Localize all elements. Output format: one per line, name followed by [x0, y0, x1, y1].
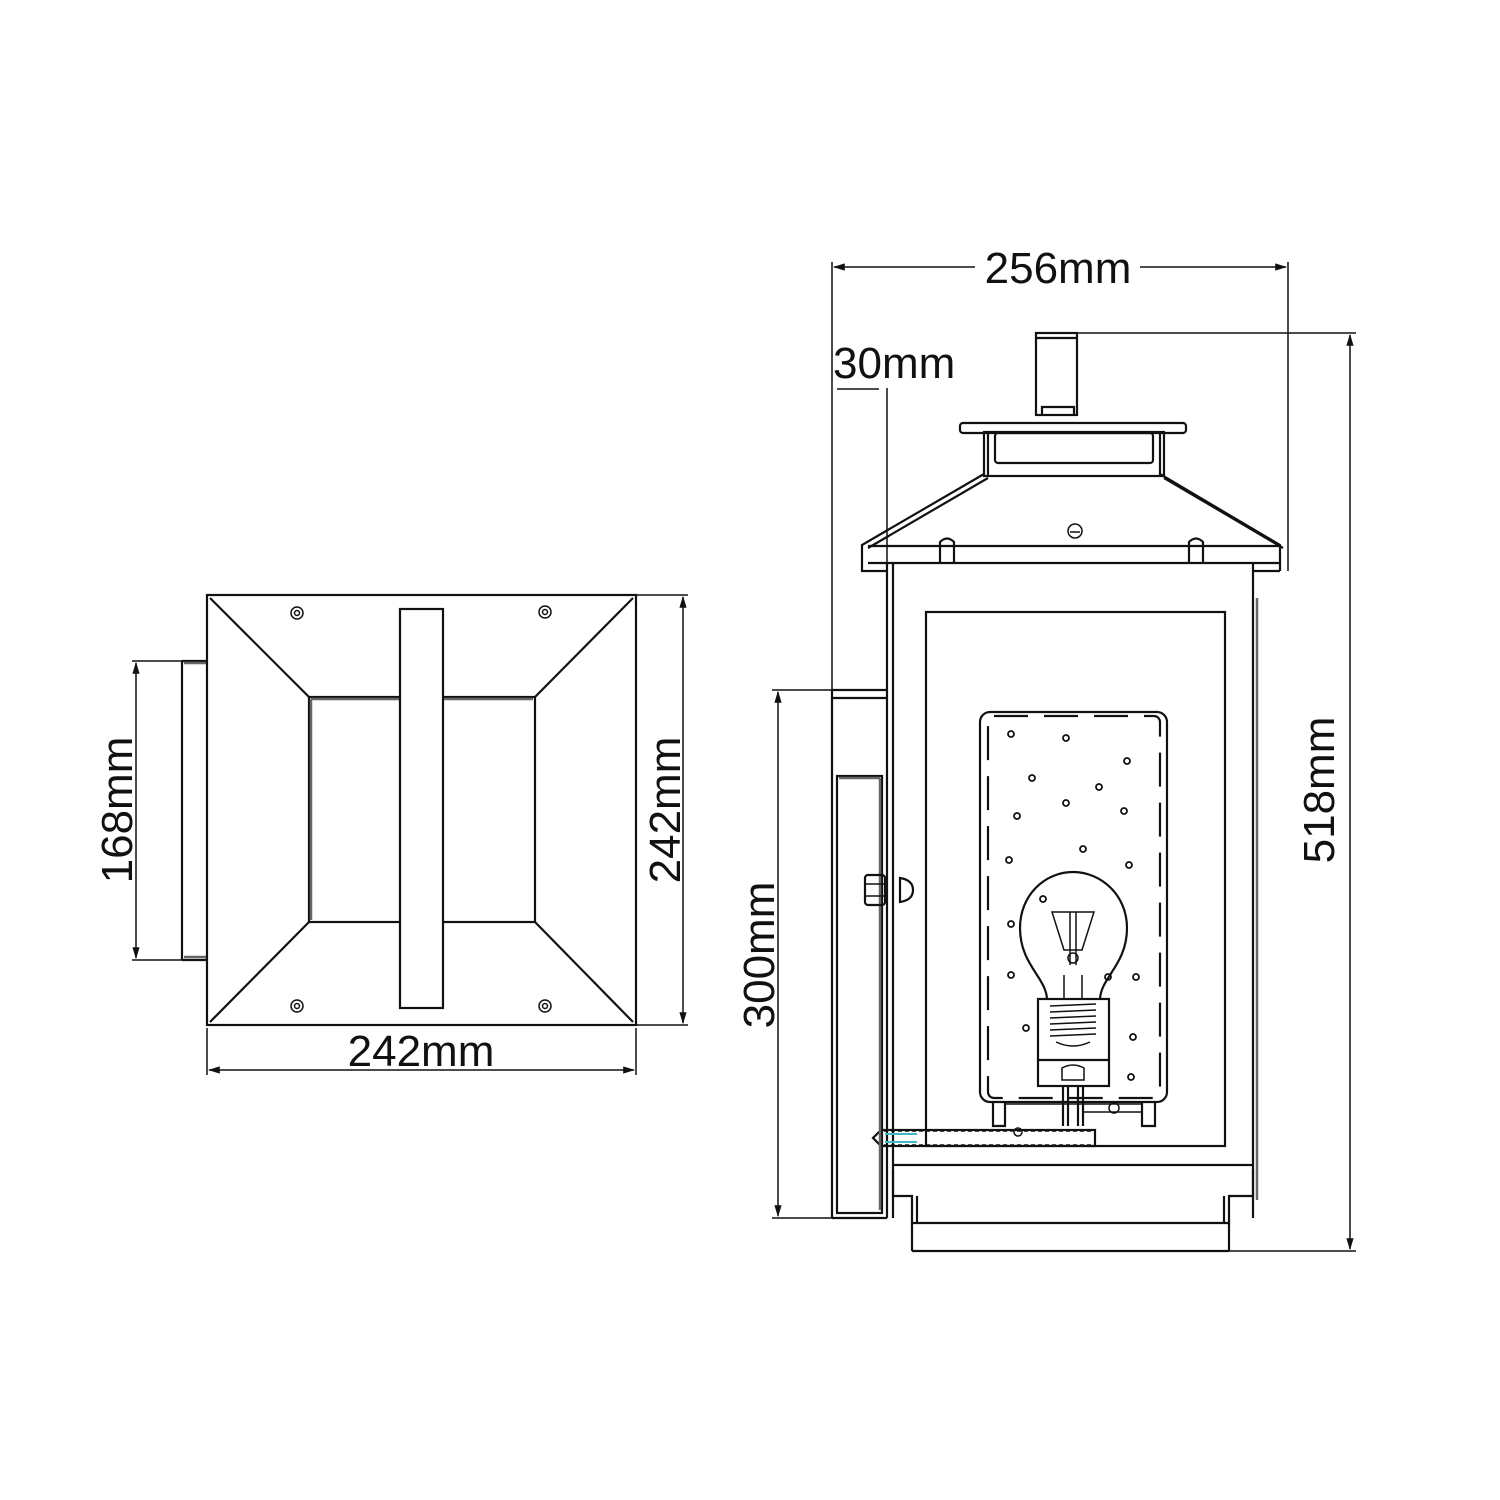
overall-width-label: 256mm	[985, 244, 1132, 293]
dimension-top-depth: 242mm	[636, 594, 690, 1026]
backplate-side-height-label: 300mm	[735, 882, 784, 1029]
backplate	[180, 659, 208, 962]
side-view: 256mm 30mm 518mm 300mm	[735, 244, 1356, 1253]
seed-bubbles	[1005, 730, 1140, 1081]
dimension-wall-offset: 30mm	[833, 339, 955, 563]
socket-stem	[991, 1086, 1157, 1128]
top-view: 242mm 242mm 168mm	[93, 593, 690, 1076]
lantern-top-stem	[1034, 331, 1079, 417]
dimension-overall-width: 256mm	[831, 244, 1289, 690]
mounting-arm	[398, 607, 445, 1010]
dimension-backplate-height: 168mm	[93, 660, 182, 961]
nut-icon	[863, 873, 915, 907]
light-bulb-icon	[1018, 870, 1129, 1088]
lantern-body	[885, 563, 1280, 1253]
threaded-rod	[871, 1127, 1097, 1148]
backplate-height-label: 168mm	[93, 737, 142, 884]
wall-backplate	[830, 688, 915, 1220]
top-width-label: 242mm	[348, 1027, 495, 1076]
dimension-backplate-side-height: 300mm	[735, 689, 832, 1219]
overall-height-label: 518mm	[1295, 717, 1344, 864]
lantern-cap	[958, 421, 1188, 478]
dimension-top-width: 242mm	[206, 1027, 637, 1076]
screw-icons	[290, 605, 552, 1013]
top-outer-square	[205, 593, 638, 1027]
lantern-roof	[860, 473, 1284, 573]
bulb-thread	[1049, 1003, 1097, 1047]
wall-offset-label: 30mm	[833, 339, 955, 388]
dimension-overall-height: 518mm	[1077, 332, 1356, 1252]
top-depth-label: 242mm	[641, 737, 690, 884]
glass-shade	[978, 710, 1169, 1104]
